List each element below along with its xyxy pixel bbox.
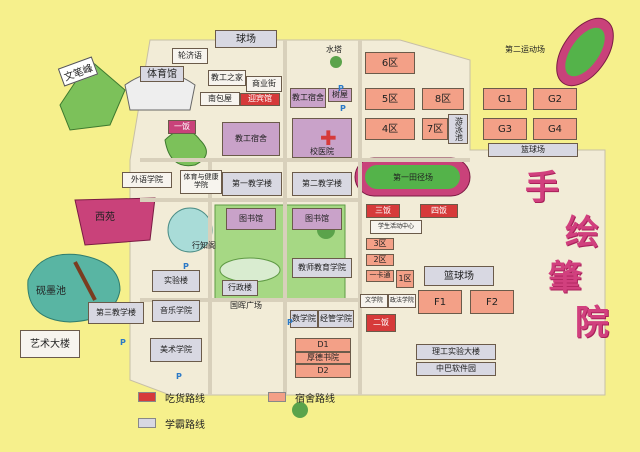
title-char-3: 肇: [548, 258, 582, 298]
fourth-canteen: 四饭: [420, 204, 458, 218]
politics-school: 经管学院: [318, 310, 354, 328]
tree-shop: 树屋: [328, 88, 352, 102]
library: 图书馆: [226, 208, 276, 230]
xingzhi-pavilion: 行知阁: [192, 241, 216, 250]
second-sports-field-label: 第二运动场: [505, 45, 545, 54]
gymnasium-label: 体育馆: [140, 66, 184, 82]
hospital: 校医院: [292, 118, 352, 158]
south-gate-bookstore: 南包屋: [200, 92, 240, 106]
zone-g2: G2: [533, 88, 577, 110]
first-canteen: 一饭: [168, 120, 196, 134]
teaching-bldg-3: 第三教学楼: [88, 302, 144, 324]
inkstone-pond-label: 砚墨池: [36, 286, 66, 297]
zone-g4: G4: [533, 118, 577, 140]
zhongba-software-park: 中巴软件园: [416, 362, 496, 376]
zone-g3: G3: [483, 118, 527, 140]
swimming-pool: 游泳池: [448, 114, 468, 144]
title-char-1: 手: [525, 168, 559, 208]
math-school: 数学院: [290, 310, 318, 328]
zone-g1: G1: [483, 88, 527, 110]
commercial-street: 商业街: [246, 76, 282, 92]
yingbin-hall: 迎宾馆: [240, 93, 280, 106]
teacher-edu-school: 教师教育学院: [292, 258, 352, 278]
zone-f1: F1: [418, 290, 462, 314]
student-activity-center: 学生活动中心: [370, 220, 422, 234]
arts-building: 艺术大楼: [20, 330, 80, 358]
zone-3: 3区: [366, 238, 394, 250]
zone-f2: F2: [470, 290, 514, 314]
title-char-4: 院: [575, 303, 609, 343]
experiment-bldg: 实验楼: [152, 270, 200, 292]
zone-4: 4区: [365, 118, 415, 140]
d2-block: D2: [295, 364, 351, 378]
zone-5: 5区: [365, 88, 415, 110]
ball-field-top: 球场: [215, 30, 277, 48]
teaching-bldg-1: 第一教学楼: [222, 172, 282, 196]
legend-swatch-study: [138, 418, 156, 428]
parking-p5: P: [176, 372, 182, 381]
economics-school: 轮济语: [172, 48, 208, 64]
legend-swatch-food: [138, 392, 156, 402]
legend-swatch-dorm: [268, 392, 286, 402]
title-char-2: 绘: [565, 213, 599, 253]
fine-arts-school: 美术学院: [150, 338, 202, 362]
zone-1: 1区: [396, 270, 414, 288]
admin-bldg: 行政楼: [222, 280, 258, 296]
zone-7: 7区: [422, 118, 448, 140]
zone-2: 2区: [366, 254, 394, 266]
teaching-bldg-2: 第二教学楼: [292, 172, 352, 196]
faculty-home: 教工之家: [208, 70, 246, 86]
west-garden-shape: [74, 197, 156, 246]
pe-school: 体育与健康学院: [180, 170, 222, 194]
parking-p6: P: [287, 318, 293, 327]
fourth-field-label: 第一田径场: [393, 173, 433, 182]
third-canteen: 三饭: [366, 204, 400, 218]
science-experiment-bldg: 理工实验大楼: [416, 344, 496, 360]
music-school: 音乐学院: [152, 300, 200, 322]
water-tower-label: 水塔: [326, 45, 342, 54]
faculty-dorm: 教工宿舍: [222, 122, 280, 156]
legend-label-dorm: 宿舍路线: [295, 394, 335, 405]
faculty-dorm-2: 教工宿舍: [290, 88, 326, 108]
basketball-top: 篮球场: [488, 143, 578, 157]
d1-block: D1: [295, 338, 351, 352]
foreign-lang-school: 外语学院: [122, 172, 172, 188]
parking-p2: P: [340, 104, 346, 113]
second-canteen: 二饭: [366, 314, 396, 332]
basketball-right: 篮球场: [424, 266, 494, 286]
legend-label-study: 学霸路线: [165, 420, 205, 431]
one-canteen-small: 一卡通: [366, 270, 394, 282]
zone-6: 6区: [365, 52, 415, 74]
huiming-square: 国晖广场: [230, 301, 262, 310]
hospital-cross-icon: ✚: [320, 126, 337, 150]
houde-bookhouse: 厚德书院: [295, 352, 351, 364]
liberal-arts-school: 文学院: [360, 294, 388, 308]
west-garden-label: 西苑: [95, 212, 115, 223]
parking-p3: P: [183, 262, 189, 271]
law-school: 政法学院: [388, 294, 416, 308]
zone-8: 8区: [422, 88, 464, 110]
parking-p4: P: [120, 338, 126, 347]
library-2: 图书馆: [292, 208, 342, 230]
legend-label-food: 吃货路线: [165, 394, 205, 405]
parking-p1: P: [338, 84, 344, 93]
